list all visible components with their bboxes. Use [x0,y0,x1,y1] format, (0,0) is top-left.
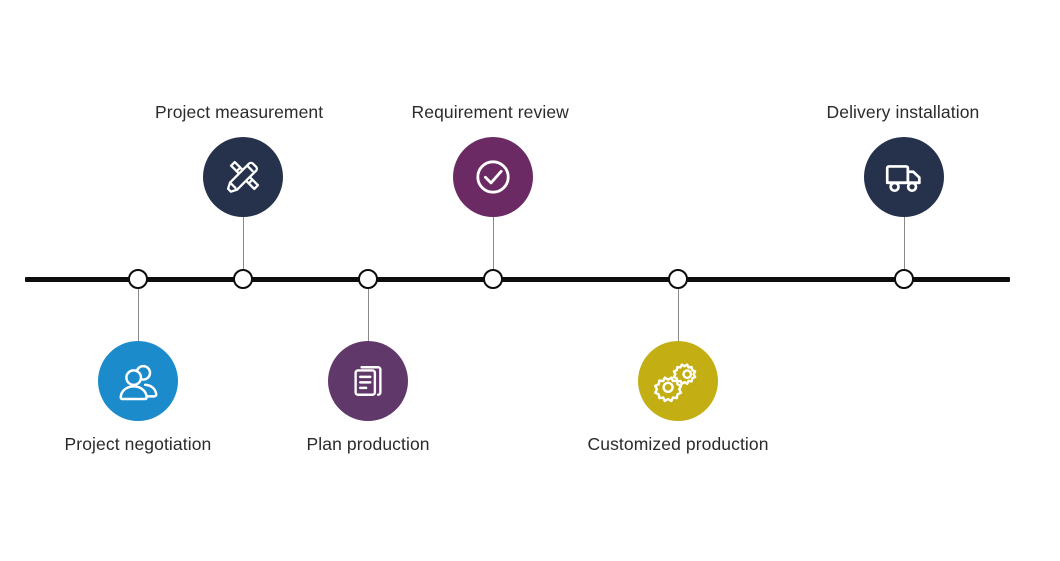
step-label: Plan production [306,434,430,454]
step-label: Customized production [587,434,769,454]
check-circle-icon [469,153,517,201]
step-icon-disc[interactable] [638,341,718,421]
step-label: Project negotiation [64,434,212,454]
timeline-rail [25,276,1010,282]
step-label: Project measurement [155,102,324,122]
timeline-node-marker[interactable] [894,269,914,289]
documents-stack-icon [346,359,390,403]
step-icon-disc[interactable] [203,137,283,217]
timeline-node-marker[interactable] [233,269,253,289]
connector-stem [493,215,494,269]
connector-stem [368,289,369,343]
users-group-icon [115,358,161,404]
pencil-ruler-icon [220,154,266,200]
timeline-node-marker[interactable] [358,269,378,289]
connector-stem [678,289,679,343]
gears-icon [654,357,702,405]
timeline-node-marker[interactable] [483,269,503,289]
connector-stem [904,215,905,269]
step-icon-disc[interactable] [864,137,944,217]
timeline-node-marker[interactable] [128,269,148,289]
step-icon-disc[interactable] [328,341,408,421]
connector-stem [138,289,139,343]
step-label: Requirement review [411,102,569,122]
step-label: Delivery installation [826,102,980,122]
delivery-truck-icon [881,154,927,200]
step-icon-disc[interactable] [453,137,533,217]
step-icon-disc[interactable] [98,341,178,421]
timeline-node-marker[interactable] [668,269,688,289]
connector-stem [243,215,244,269]
